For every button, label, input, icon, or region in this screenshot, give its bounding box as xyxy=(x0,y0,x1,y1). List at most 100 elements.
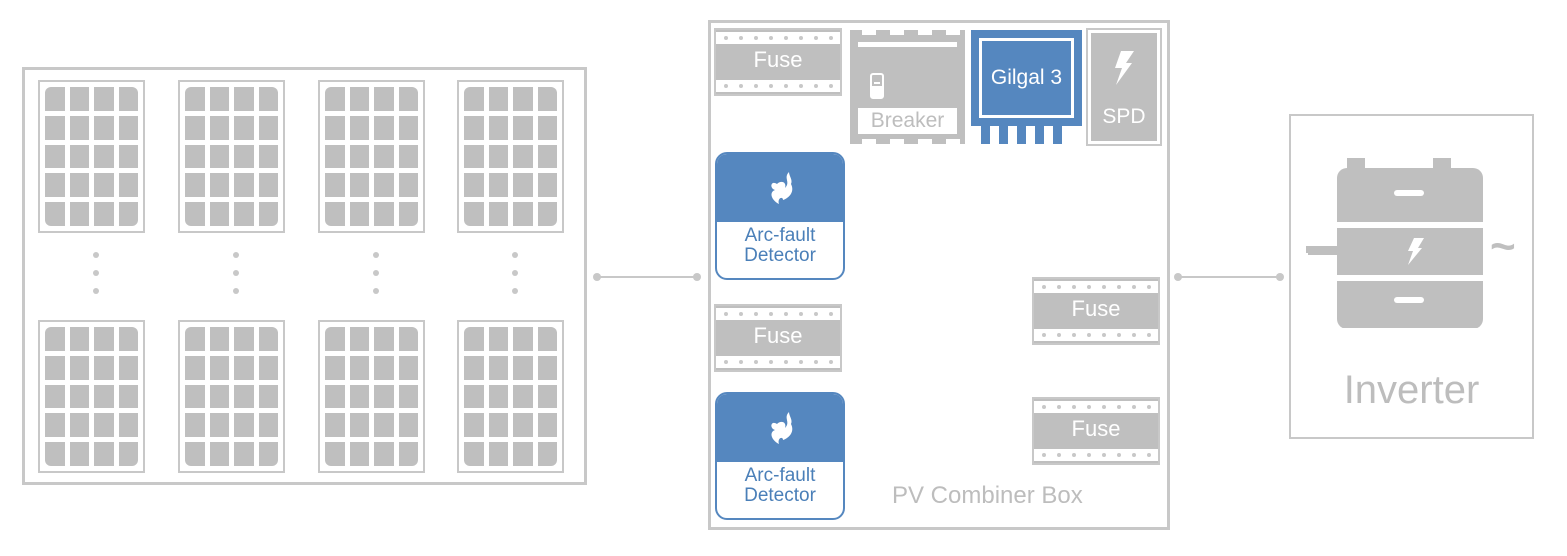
solar-cell xyxy=(234,87,254,111)
solar-cell xyxy=(488,144,508,169)
solar-cell xyxy=(69,144,89,169)
solar-cell xyxy=(513,327,533,351)
arc-fault-detector-2: Arc-fault Detector xyxy=(715,392,845,520)
solar-cell xyxy=(258,144,278,169)
spd-label: SPD xyxy=(1102,105,1146,128)
solar-cell xyxy=(258,87,278,111)
solar-cell xyxy=(464,442,484,466)
solar-cell xyxy=(45,442,65,466)
solar-cell xyxy=(488,384,508,409)
solar-cell xyxy=(488,202,508,226)
solar-cell xyxy=(488,327,508,351)
solar-cell xyxy=(464,327,484,351)
solar-cell xyxy=(537,355,557,380)
solar-cell xyxy=(374,202,394,226)
solar-panel xyxy=(38,320,145,473)
gilgal-label: Gilgal 3 xyxy=(979,38,1074,118)
solar-cell xyxy=(69,413,89,438)
solar-cell xyxy=(209,442,229,466)
inverter-label: Inverter xyxy=(1343,368,1480,412)
solar-cell xyxy=(94,327,114,351)
solar-cell xyxy=(69,327,89,351)
breaker-label: Breaker xyxy=(858,108,957,134)
solar-cell xyxy=(398,355,418,380)
solar-cell xyxy=(398,442,418,466)
solar-cell xyxy=(398,384,418,409)
solar-cell xyxy=(209,115,229,140)
afd-label: Arc-fault Detector xyxy=(744,465,816,506)
fuse-label: Fuse xyxy=(1071,296,1121,321)
solar-cell xyxy=(537,173,557,198)
solar-cell xyxy=(488,442,508,466)
solar-cell xyxy=(234,115,254,140)
solar-cell xyxy=(325,355,345,380)
solar-cell xyxy=(45,202,65,226)
solar-cell xyxy=(513,413,533,438)
solar-cell xyxy=(488,115,508,140)
solar-cell xyxy=(69,355,89,380)
solar-cell xyxy=(488,87,508,111)
fuse-top: Fuse xyxy=(714,28,842,96)
solar-cell xyxy=(464,202,484,226)
solar-cell xyxy=(325,384,345,409)
solar-cell xyxy=(398,327,418,351)
solar-cell xyxy=(349,173,369,198)
solar-cell xyxy=(185,442,205,466)
solar-cell xyxy=(209,202,229,226)
solar-cell xyxy=(488,413,508,438)
solar-cell xyxy=(118,115,138,140)
solar-cell xyxy=(45,327,65,351)
solar-cell xyxy=(258,384,278,409)
solar-cell xyxy=(234,173,254,198)
breaker-switch-icon xyxy=(870,73,884,99)
solar-cell xyxy=(513,115,533,140)
flame-icon xyxy=(771,412,793,444)
connector-combiner-to-inverter xyxy=(1174,273,1284,281)
solar-cell xyxy=(69,87,89,111)
solar-cell xyxy=(45,384,65,409)
solar-cell xyxy=(234,413,254,438)
solar-cell xyxy=(513,384,533,409)
solar-cell xyxy=(325,87,345,111)
solar-cell xyxy=(537,442,557,466)
solar-cell xyxy=(537,115,557,140)
solar-cell xyxy=(464,115,484,140)
solar-cell xyxy=(513,442,533,466)
solar-cell xyxy=(464,87,484,111)
solar-panel xyxy=(457,320,564,473)
solar-cell xyxy=(209,87,229,111)
breaker: Breaker xyxy=(850,30,965,144)
solar-cell xyxy=(234,442,254,466)
solar-cell xyxy=(69,173,89,198)
solar-cell xyxy=(513,173,533,198)
vertical-ellipsis-icon xyxy=(93,252,101,306)
solar-cell xyxy=(464,144,484,169)
solar-cell xyxy=(118,442,138,466)
solar-cell xyxy=(209,413,229,438)
solar-cell xyxy=(398,115,418,140)
dc-dash-icon xyxy=(1306,246,1338,253)
vertical-ellipsis-icon xyxy=(373,252,381,306)
ac-symbol: ~ xyxy=(1490,222,1516,271)
solar-cell xyxy=(398,202,418,226)
fuse-left: Fuse xyxy=(714,304,842,372)
solar-cell xyxy=(118,173,138,198)
fuse-label: Fuse xyxy=(753,47,803,72)
solar-cell xyxy=(94,442,114,466)
combiner-label: PV Combiner Box xyxy=(892,482,1083,509)
solar-cell xyxy=(94,144,114,169)
solar-cell xyxy=(325,173,345,198)
solar-cell xyxy=(209,144,229,169)
solar-cell xyxy=(398,413,418,438)
solar-cell xyxy=(185,202,205,226)
solar-cell xyxy=(45,115,65,140)
solar-cell xyxy=(374,355,394,380)
solar-cell xyxy=(398,87,418,111)
solar-cell xyxy=(537,144,557,169)
solar-cell xyxy=(374,87,394,111)
solar-cell xyxy=(349,355,369,380)
solar-cell xyxy=(258,413,278,438)
solar-cell xyxy=(513,202,533,226)
solar-cell xyxy=(45,87,65,111)
vertical-ellipsis-icon xyxy=(512,252,520,306)
